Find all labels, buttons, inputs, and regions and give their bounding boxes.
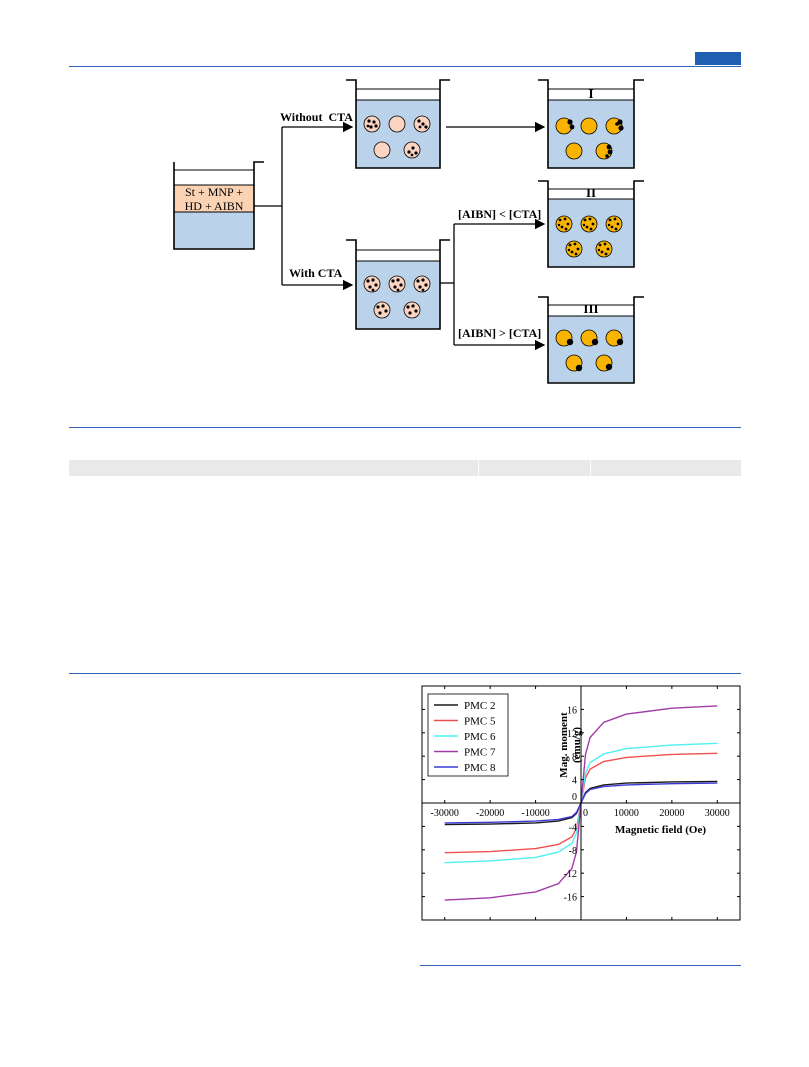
label-aibn-gt-cta: [AIBN] > [CTA] bbox=[458, 326, 541, 340]
y-axis-label-line2: (emu/g) bbox=[571, 727, 583, 763]
initial-mix-line2: HD + AIBN bbox=[185, 199, 244, 213]
label-without-cta: Without CTA bbox=[280, 110, 353, 124]
label-with-cta: With CTA bbox=[289, 266, 343, 280]
x-tick-label: 0 bbox=[583, 808, 588, 819]
x-tick-label: -20000 bbox=[476, 808, 504, 819]
product-beaker-1 bbox=[538, 79, 644, 169]
beaker-without-cta bbox=[346, 79, 450, 169]
legend-label-5: PMC 8 bbox=[464, 762, 496, 774]
chart-bottom-rule bbox=[420, 965, 741, 966]
y-tick-label: 16 bbox=[567, 705, 577, 716]
scheme-bottom-rule bbox=[69, 427, 741, 428]
y-tick-label: -16 bbox=[564, 893, 577, 904]
y-tick-label: -4 bbox=[569, 822, 577, 833]
y-tick-label: 8 bbox=[572, 752, 577, 763]
table-header-band bbox=[69, 460, 741, 476]
y-tick-label: -12 bbox=[564, 869, 577, 880]
x-axis-label: Magnetic field (Oe) bbox=[615, 824, 706, 836]
legend-box bbox=[427, 693, 509, 777]
initial-beaker: St + MNP + HD + AIBN bbox=[173, 161, 264, 250]
initial-mix-line1: St + MNP + bbox=[185, 185, 243, 199]
magnetization-chart: -30000 -20000 -10000 0 10000 20000 30000 -16 -12… bbox=[421, 685, 741, 921]
y-tick-label: 0 bbox=[572, 792, 577, 803]
product-beaker-3 bbox=[538, 296, 644, 384]
legend-label-1: PMC 2 bbox=[464, 700, 496, 712]
label-aibn-lt-cta: [AIBN] < [CTA] bbox=[458, 207, 541, 221]
oil-phase bbox=[173, 184, 255, 213]
product-label-1: I bbox=[588, 86, 593, 101]
top-rule bbox=[69, 66, 741, 67]
chart-top-rule bbox=[69, 673, 741, 674]
y-axis-label-line1: Mag. moment bbox=[558, 712, 570, 778]
x-tick-label: 30000 bbox=[705, 808, 730, 819]
legend-label-3: PMC 6 bbox=[464, 731, 496, 743]
x-tick-label: 20000 bbox=[659, 808, 684, 819]
branch-arrows bbox=[254, 121, 546, 351]
product-beaker-2 bbox=[538, 180, 644, 268]
ticks: -30000 -20000 -10000 0 10000 20000 30000 -16 -12… bbox=[422, 686, 740, 920]
y-tick-label: 12 bbox=[567, 729, 577, 740]
x-tick-label: -30000 bbox=[431, 808, 459, 819]
x-tick-label: -10000 bbox=[521, 808, 549, 819]
y-tick-label: -8 bbox=[569, 846, 577, 857]
legend: PMC 2 PMC 5 PMC 6 PMC 7 PMC 8 bbox=[427, 693, 509, 777]
product-label-3: III bbox=[583, 301, 598, 316]
header-tab bbox=[695, 52, 741, 65]
legend-label-4: PMC 7 bbox=[464, 747, 496, 759]
y-tick-label: 4 bbox=[572, 776, 577, 787]
product-label-2: II bbox=[586, 185, 596, 200]
beaker-with-cta bbox=[346, 239, 450, 330]
polymerization-scheme: St + MNP + HD + AIBN Without CTA With CT… bbox=[173, 79, 644, 384]
x-tick-label: 10000 bbox=[614, 808, 639, 819]
legend-label-2: PMC 5 bbox=[464, 716, 496, 728]
